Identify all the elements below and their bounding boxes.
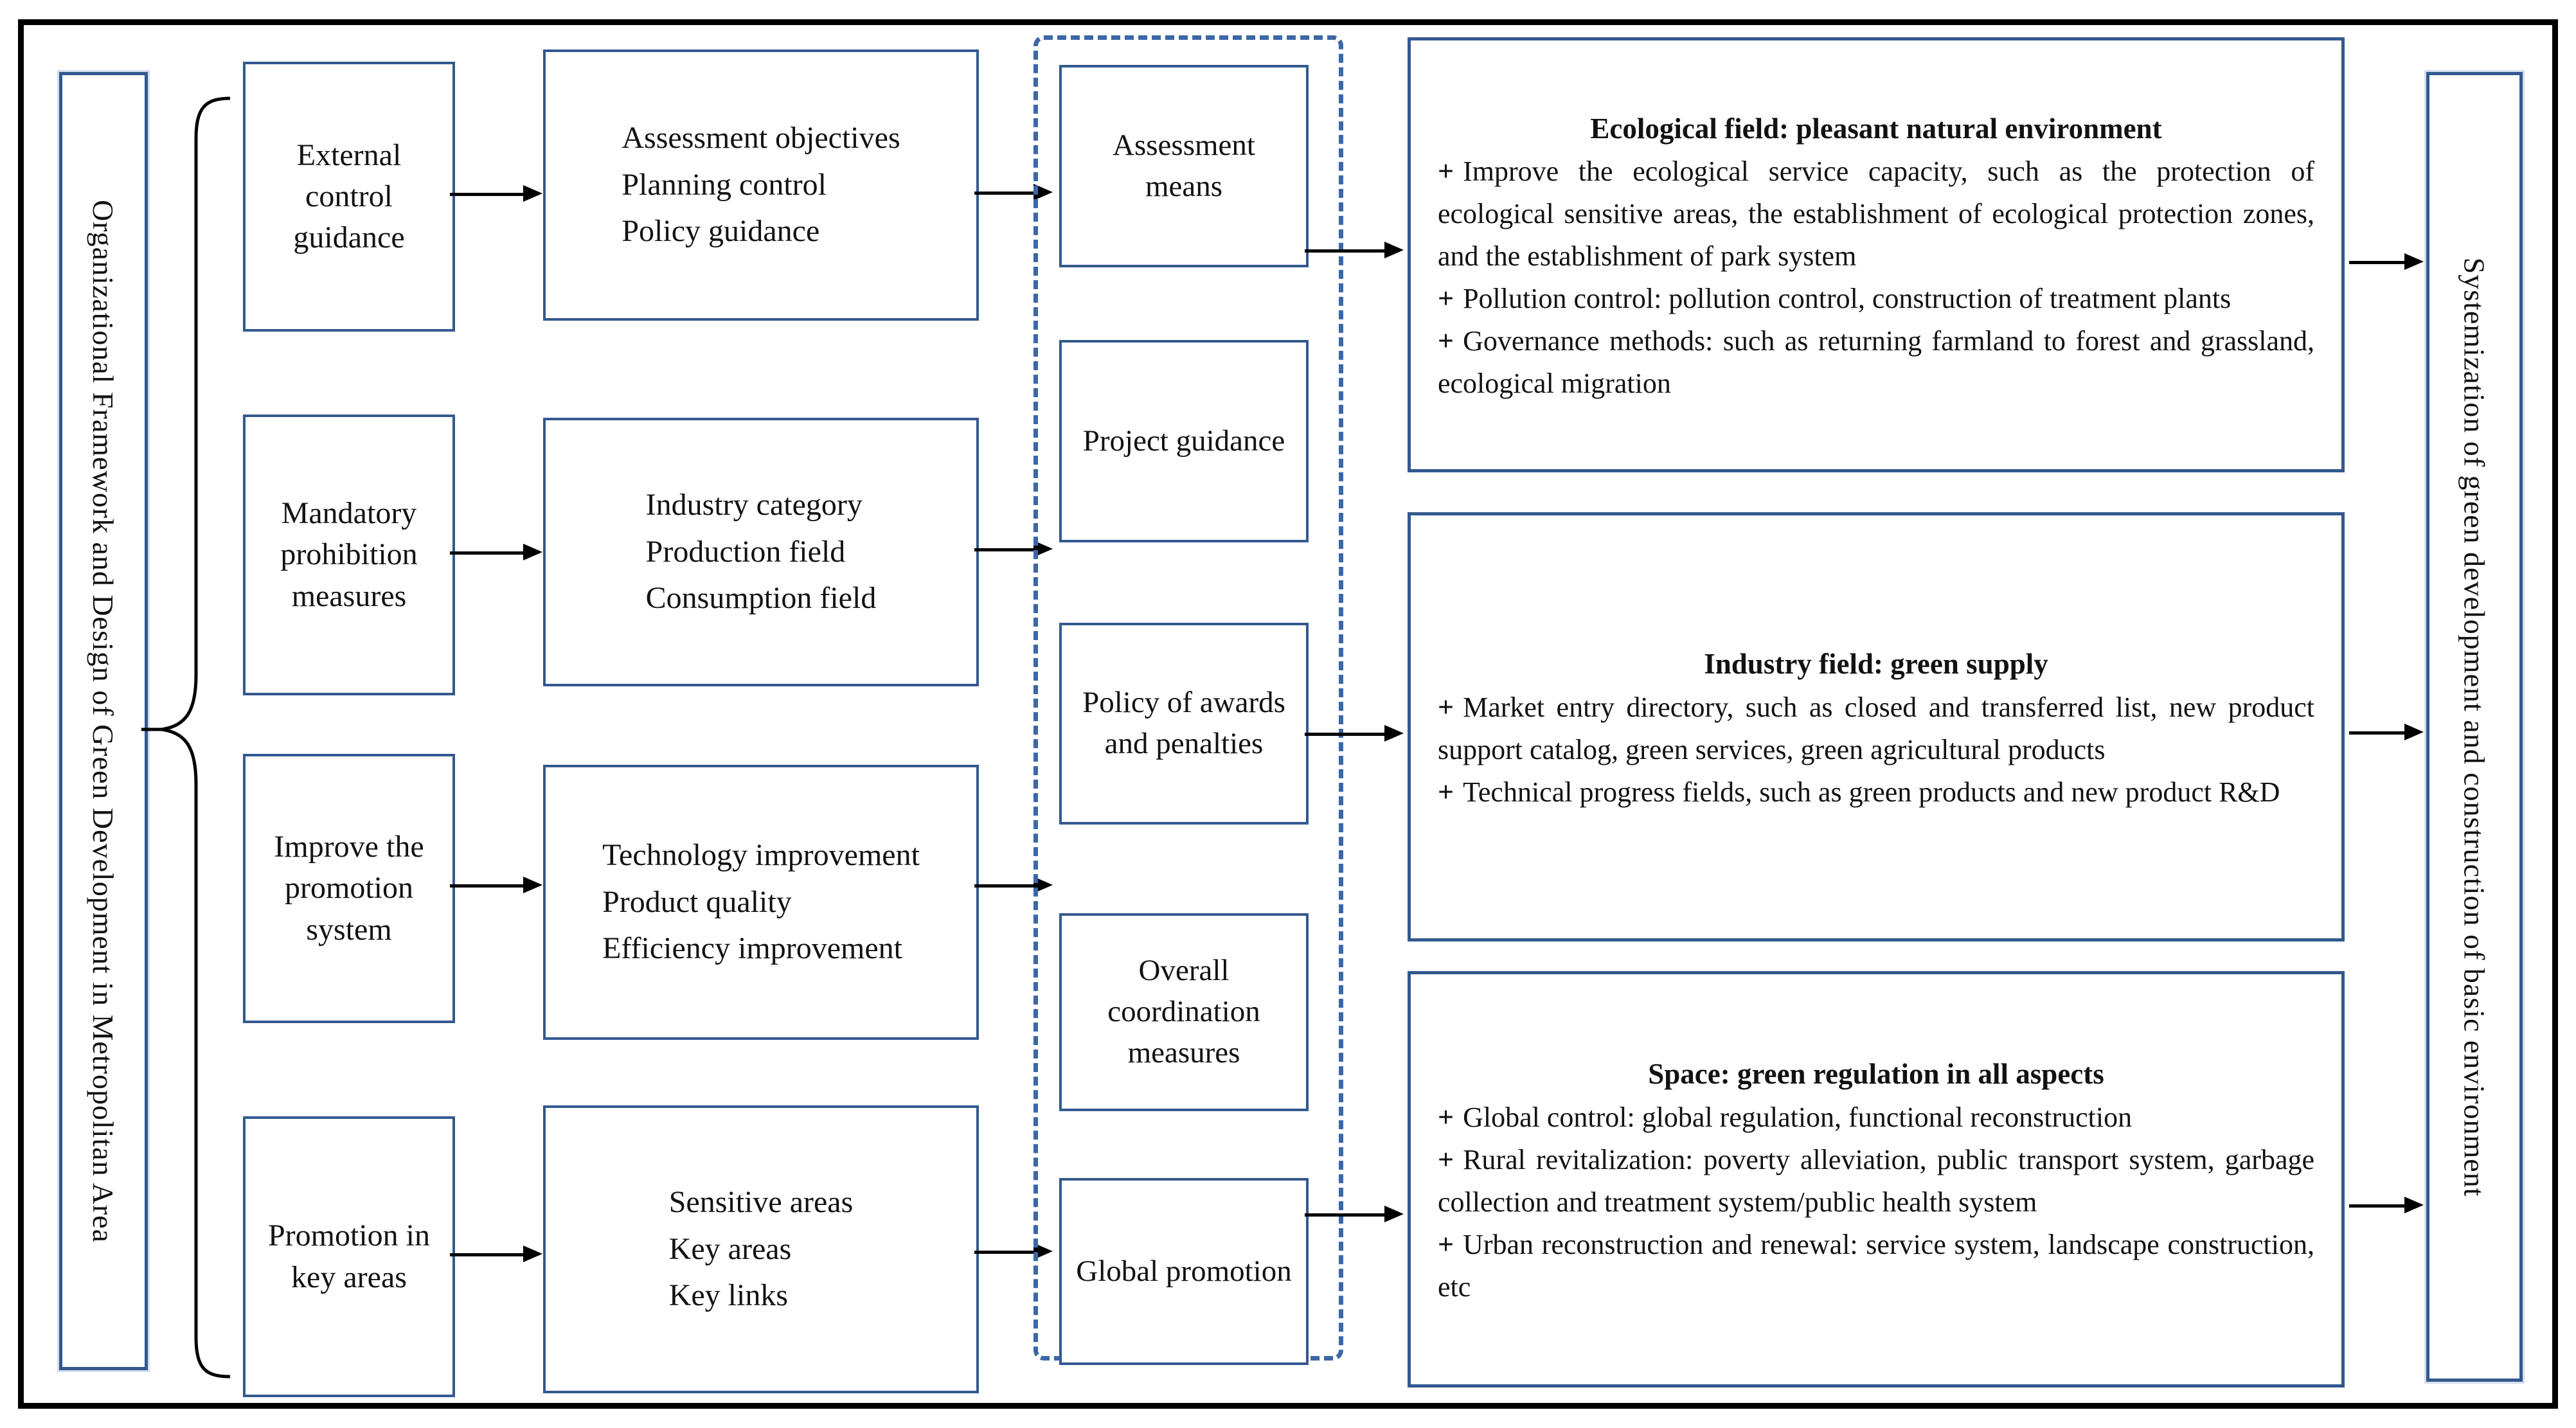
col2-line: Product quality xyxy=(602,884,792,919)
right-box-space-regulation: Space: green regulation in all aspects +… xyxy=(1408,971,2345,1388)
col2-line: Key areas xyxy=(668,1231,792,1266)
plus-icon: + xyxy=(1438,1228,1454,1260)
bullet-item: + Technical progress fields, such as gree… xyxy=(1438,771,2314,814)
bullet-text: Governance methods: such as returning fa… xyxy=(1438,325,2314,400)
outer-frame xyxy=(18,19,2558,1409)
middle-box-assessment-means: Assessment means xyxy=(1059,65,1309,267)
col2-box-lines: Technology improvement Product quality E… xyxy=(602,832,920,973)
middle-box-overall-coordination: Overall coordination measures xyxy=(1059,913,1309,1111)
arrow-col1-to-col2 xyxy=(450,544,542,560)
col1-box-external-control: External control guidance xyxy=(243,62,455,332)
right-box-title: Industry field: green supply xyxy=(1704,648,2048,681)
bullet-text: Improve the ecological service capacity,… xyxy=(1438,156,2314,272)
col2-line: Assessment objectives xyxy=(622,120,900,155)
col2-line: Sensitive areas xyxy=(668,1184,854,1219)
col2-line: Efficiency improvement xyxy=(602,931,903,966)
middle-box-label: Global promotion xyxy=(1076,1254,1292,1288)
arrow-col2-to-middle xyxy=(974,1243,1053,1260)
bullet-text: Pollution control: pollution control, co… xyxy=(1463,283,2232,315)
col1-box-label: Improve the promotion system xyxy=(274,830,424,947)
bullet-item: +Improve the ecological service capacity… xyxy=(1438,150,2314,278)
middle-box-policy-awards-penalties: Policy of awards and penalties xyxy=(1059,623,1309,825)
right-box-ecological-field: Ecological field: pleasant natural envir… xyxy=(1408,37,2345,472)
arrow-col2-to-middle xyxy=(974,184,1053,201)
bullet-text: Technical progress fields, such as green… xyxy=(1463,776,2280,808)
arrow-right-to-panel xyxy=(2349,724,2424,740)
col1-box-promotion-key-areas: Promotion in key areas xyxy=(243,1116,455,1397)
arrow-right-to-panel xyxy=(2349,1197,2424,1213)
right-box-title: Space: green regulation in all aspects xyxy=(1648,1058,2104,1091)
bullet-item: +Market entry directory, such as closed … xyxy=(1438,686,2314,771)
arrow-col2-to-middle xyxy=(974,877,1053,893)
right-vertical-panel: Systemization of green development and c… xyxy=(2426,72,2523,1382)
col2-box-lines: Assessment objectives Planning control P… xyxy=(622,115,900,256)
col2-box-industry-category: Industry category Production field Consu… xyxy=(543,418,979,686)
curly-brace xyxy=(141,96,231,1379)
col2-box-lines: Industry category Production field Consu… xyxy=(646,482,877,623)
plus-icon: + xyxy=(1438,156,1454,188)
bullet-text: Urban reconstruction and renewal: servic… xyxy=(1438,1228,2314,1303)
col1-box-mandatory-prohibition: Mandatory prohibition measures xyxy=(243,415,455,695)
bullet-text: Rural revitalization: poverty alleviatio… xyxy=(1438,1143,2314,1218)
middle-box-global-promotion: Global promotion xyxy=(1059,1178,1309,1365)
arrow-middle-to-right xyxy=(1305,242,1404,258)
col2-box-lines: Sensitive areas Key areas Key links xyxy=(669,1179,854,1320)
col2-line: Consumption field xyxy=(645,581,877,616)
bullet-item: +Governance methods: such as returning f… xyxy=(1438,320,2314,405)
arrow-right-to-panel xyxy=(2349,253,2424,270)
plus-icon: + xyxy=(1438,325,1454,357)
col2-line: Production field xyxy=(645,534,846,569)
col1-box-label: Mandatory prohibition measures xyxy=(280,496,418,613)
col2-line: Technology improvement xyxy=(602,837,920,872)
plus-icon: + xyxy=(1438,1101,1454,1133)
right-vertical-label: Systemization of green development and c… xyxy=(2458,257,2491,1197)
col2-line: Planning control xyxy=(622,167,827,202)
middle-box-label: Project guidance xyxy=(1082,424,1285,458)
arrow-middle-to-right xyxy=(1305,725,1404,742)
arrow-col2-to-middle xyxy=(974,540,1053,557)
left-vertical-label: Organizational Framework and Design of G… xyxy=(87,199,120,1243)
plus-icon: + xyxy=(1438,1143,1454,1175)
col2-box-sensitive-areas: Sensitive areas Key areas Key links xyxy=(543,1105,979,1393)
arrow-col1-to-col2 xyxy=(450,877,542,893)
plus-icon: + xyxy=(1438,776,1454,808)
col2-box-assessment-objectives: Assessment objectives Planning control P… xyxy=(543,49,979,321)
col1-box-improve-promotion: Improve the promotion system xyxy=(243,754,455,1023)
arrow-middle-to-right xyxy=(1305,1206,1404,1222)
right-box-title: Ecological field: pleasant natural envir… xyxy=(1590,112,2162,145)
arrow-col1-to-col2 xyxy=(450,1245,542,1262)
col2-line: Key links xyxy=(668,1278,789,1313)
middle-box-label: Policy of awards and penalties xyxy=(1082,686,1285,760)
col2-line: Policy guidance xyxy=(622,214,820,249)
bullet-text: Market entry directory, such as closed a… xyxy=(1438,691,2314,765)
bullet-text: Global control: global regulation, funct… xyxy=(1463,1101,2133,1133)
plus-icon: + xyxy=(1438,691,1454,723)
col2-line: Industry category xyxy=(645,487,863,522)
bullet-item: +Rural revitalization: poverty alleviati… xyxy=(1438,1139,2314,1224)
bullet-item: + Global control: global regulation, func… xyxy=(1438,1096,2314,1139)
right-box-industry-field: Industry field: green supply +Market ent… xyxy=(1408,512,2345,942)
bullet-item: + Pollution control: pollution control, c… xyxy=(1438,278,2314,320)
bullet-item: +Urban reconstruction and renewal: servi… xyxy=(1438,1224,2314,1308)
middle-box-label: Assessment means xyxy=(1113,128,1255,203)
col1-box-label: Promotion in key areas xyxy=(267,1218,431,1294)
plus-icon: + xyxy=(1438,283,1454,315)
middle-box-label: Overall coordination measures xyxy=(1107,954,1260,1069)
arrow-col1-to-col2 xyxy=(450,185,542,202)
col2-box-technology-improvement: Technology improvement Product quality E… xyxy=(543,765,979,1040)
middle-box-project-guidance: Project guidance xyxy=(1059,340,1309,542)
col1-box-label: External control guidance xyxy=(293,138,405,255)
left-vertical-panel: Organizational Framework and Design of G… xyxy=(59,72,148,1370)
